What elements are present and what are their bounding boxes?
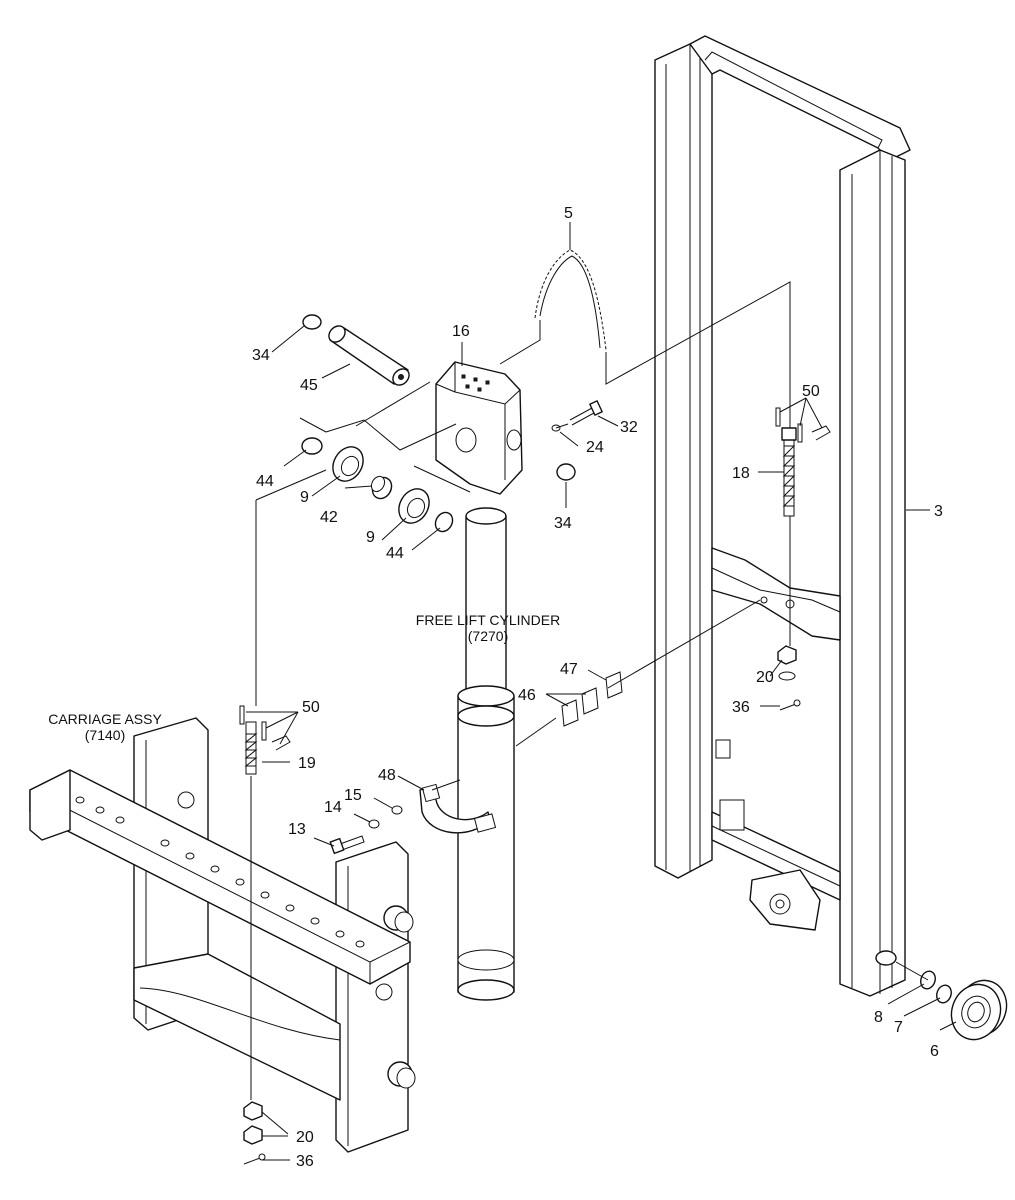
label-24: 24 — [586, 439, 604, 456]
shim-44-lower — [434, 511, 454, 533]
washer-7 — [936, 984, 952, 1004]
cotter-36-upper — [779, 699, 801, 711]
shim-44-upper — [301, 437, 323, 455]
caption-free-lift-cylinder: FREE LIFT CYLINDER — [416, 612, 560, 628]
snap-ring-34-lower — [556, 463, 576, 481]
roller-6 — [950, 979, 1008, 1041]
snap-ring-34-upper — [302, 314, 322, 330]
label-34-lower: 34 — [554, 515, 572, 532]
washer-15 — [391, 805, 403, 815]
label-9-upper: 9 — [300, 489, 309, 506]
label-50-lower: 50 — [302, 699, 320, 716]
label-20-lower: 20 — [296, 1129, 314, 1146]
pin-50-upper — [775, 407, 831, 443]
nut-20-lower — [243, 1101, 263, 1145]
sheave-9-lower — [398, 488, 430, 524]
label-46: 46 — [518, 687, 536, 704]
label-36-lower: 36 — [296, 1153, 314, 1170]
cotter-36-lower — [243, 1153, 266, 1165]
free-lift-cylinder — [457, 507, 515, 1001]
label-48: 48 — [378, 767, 396, 784]
caption-free-lift-cylinder-ref: (7270) — [468, 628, 508, 644]
label-50-upper: 50 — [802, 383, 820, 400]
washer-14 — [368, 819, 380, 829]
label-5: 5 — [564, 205, 573, 222]
label-42: 42 — [320, 509, 338, 526]
label-9-lower: 9 — [366, 529, 375, 546]
pin-50-lower — [239, 705, 291, 751]
label-18: 18 — [732, 465, 750, 482]
pin-45 — [328, 325, 410, 386]
label-34-upper: 34 — [252, 347, 270, 364]
chain-bracket — [435, 361, 523, 495]
label-44-lower: 44 — [386, 545, 404, 562]
label-19: 19 — [298, 755, 316, 772]
label-3: 3 — [934, 503, 943, 520]
mast-upright — [654, 35, 911, 997]
label-20-upper: 20 — [756, 669, 774, 686]
label-32: 32 — [620, 419, 638, 436]
label-44-upper: 44 — [256, 473, 274, 490]
nut-20-upper — [777, 645, 797, 681]
caption-carriage-assy: CARRIAGE ASSY — [48, 711, 162, 727]
sheave-9-upper — [332, 446, 364, 482]
label-8: 8 — [874, 1009, 883, 1026]
carriage-assy — [29, 717, 416, 1153]
bushing-42 — [370, 475, 393, 500]
lift-chain — [534, 249, 607, 351]
label-16: 16 — [452, 323, 470, 340]
label-13: 13 — [288, 821, 306, 838]
label-6: 6 — [930, 1043, 939, 1060]
assembly-lines — [250, 281, 929, 1100]
captions: FREE LIFT CYLINDER (7270) CARRIAGE ASSY … — [48, 612, 560, 743]
part-labels: 3 5 6 7 8 9 9 13 14 15 16 18 19 20 20 24… — [252, 205, 943, 1170]
bolt-32 — [569, 400, 603, 426]
anchor-bolt-19 — [244, 721, 258, 775]
label-15: 15 — [344, 787, 362, 804]
label-45: 45 — [300, 377, 318, 394]
caption-carriage-assy-ref: (7140) — [85, 727, 125, 743]
label-36-upper: 36 — [732, 699, 750, 716]
anchor-bolt-18 — [781, 427, 797, 517]
label-7: 7 — [894, 1019, 903, 1036]
clamp-48 — [419, 783, 497, 834]
leader-lines — [246, 222, 957, 1161]
label-14: 14 — [324, 799, 342, 816]
bolt-13 — [329, 835, 365, 855]
label-47: 47 — [560, 661, 578, 678]
